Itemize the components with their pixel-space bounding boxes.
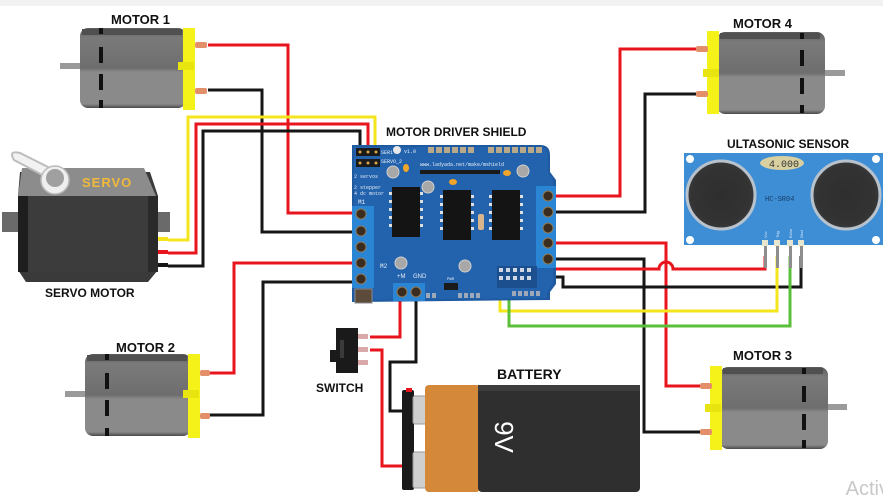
shield-servo1-label: SER1 <box>381 150 393 156</box>
sensor-transmitter <box>685 159 757 231</box>
wire-motor1-black <box>208 88 360 234</box>
reset-button[interactable] <box>354 288 373 304</box>
sensor-pin-gnd: Gnd <box>799 230 804 238</box>
battery-9v: 9V <box>402 385 640 492</box>
label-battery: BATTERY <box>497 366 562 382</box>
analog-header <box>497 266 537 288</box>
resistor <box>478 214 484 230</box>
sensor-pin-echo: Echo <box>788 228 793 238</box>
shield-servo2-label: SERVO_2 <box>381 159 402 165</box>
ic-chips <box>389 187 523 240</box>
wire-switch-red-to-battery <box>370 348 402 468</box>
wire-motor2-red <box>208 261 360 375</box>
wire-servo-red <box>168 122 370 255</box>
shield-version: v1.0 <box>404 149 416 155</box>
label-switch: SWITCH <box>316 381 364 395</box>
motor-1 <box>60 28 207 110</box>
wire-motor4-red <box>556 47 700 198</box>
slide-switch[interactable] <box>330 328 368 373</box>
shield-legend-servos: 2 servos <box>354 174 378 180</box>
pwr-jumper <box>444 283 458 290</box>
wire-power-red-to-switch <box>370 300 402 339</box>
shield-url: www.ladyada.net/make/mshield <box>420 162 504 168</box>
sensor-pins <box>762 240 804 268</box>
shield-m1-label: M1 <box>358 199 366 206</box>
motor-4 <box>696 31 845 114</box>
label-ultrasonic-sensor: ULTASONIC SENSOR <box>727 137 850 151</box>
motor-3 <box>700 366 847 450</box>
label-motor-driver-shield: MOTOR DRIVER SHIELD <box>386 125 527 139</box>
top-strip <box>0 0 883 6</box>
digital-header <box>428 147 542 153</box>
shield-legend-stepper: 2 stepper <box>354 185 381 191</box>
shield-gnd-label: GND <box>413 274 427 280</box>
terminal-block-left <box>352 206 374 288</box>
wire-sensor-vcc <box>537 256 767 271</box>
wire-motor2-black <box>208 280 360 417</box>
servo-motor: SERVO <box>2 151 170 282</box>
wire-motor4-black <box>556 92 700 214</box>
motor-driver-shield: SER1 SERVO_2 v1.0 2 servos 2 stepper 4 d… <box>352 145 556 304</box>
label-motor-1: MOTOR 1 <box>111 12 170 27</box>
label-motor-2: MOTOR 2 <box>116 340 175 355</box>
wire-motor3-red <box>556 241 705 388</box>
motor-2 <box>65 354 210 438</box>
wire-sensor-echo <box>507 256 792 328</box>
terminal-block-ext-power <box>393 283 425 301</box>
shield-plus-label: +M <box>397 274 406 280</box>
ultrasonic-sensor: 4.000 HC-SR04 Vcc Trig Echo Gnd <box>684 153 883 268</box>
sensor-pin-vcc: Vcc <box>763 231 768 238</box>
servo-brand-text: SERVO <box>82 175 132 190</box>
shield-pwr-label: PWR <box>447 278 455 282</box>
servo-header <box>356 148 380 167</box>
sensor-pin-trig: Trig <box>775 231 780 238</box>
wire-servo-yellow <box>168 115 377 242</box>
label-servo-motor: SERVO MOTOR <box>45 286 135 300</box>
wire-power-black-to-battery <box>388 300 418 413</box>
wire-motor3-black <box>556 257 705 434</box>
wire-motor1-red <box>208 43 360 215</box>
sensor-display-value: 4.000 <box>769 160 799 171</box>
bottom-pin-row <box>426 291 540 298</box>
shield-m2-label: M2 <box>380 263 388 270</box>
label-motor-4: MOTOR 4 <box>733 16 792 31</box>
activation-watermark: Activ <box>845 478 883 500</box>
sensor-model: HC-SR04 <box>765 196 794 204</box>
sensor-receiver <box>810 159 882 231</box>
wire-servo-black <box>168 129 362 268</box>
shield-legend-dc: 4 dc motor <box>354 191 384 197</box>
wire-sensor-gnd <box>556 256 803 289</box>
terminal-block-right <box>536 186 556 268</box>
battery-voltage: 9V <box>489 421 519 453</box>
label-motor-3: MOTOR 3 <box>733 348 792 363</box>
shield-header-strip <box>420 170 500 174</box>
